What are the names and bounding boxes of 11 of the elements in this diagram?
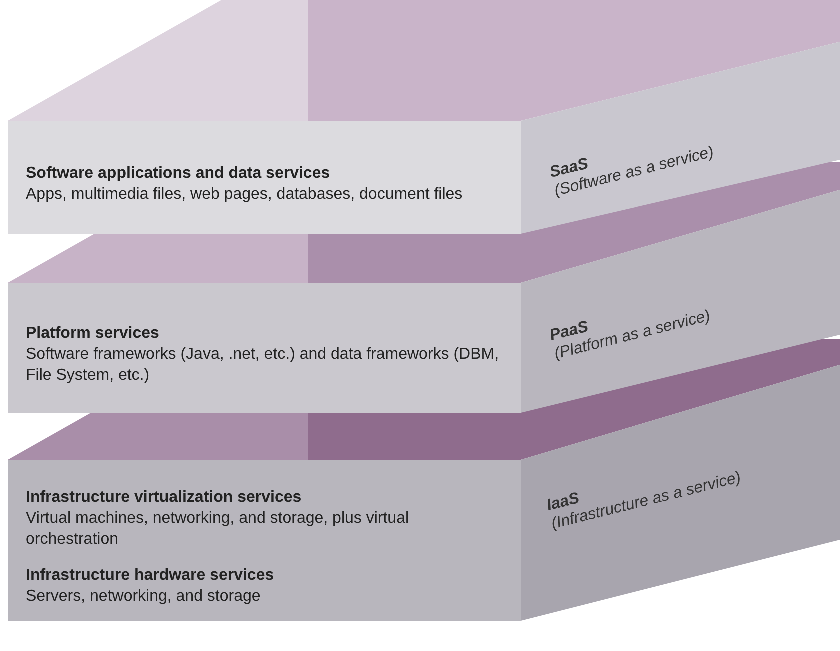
layer-heading: Infrastructure virtualization services — [26, 488, 303, 508]
layer-heading: Infrastructure hardware services — [26, 566, 276, 586]
layer-heading: Software applications and data services — [26, 164, 332, 184]
layer-description: Virtual machines, networking, and storage, plus virtual orchestration — [26, 509, 410, 550]
layer-description: Servers, networking, and storage — [26, 587, 262, 607]
layer-front-face — [8, 460, 521, 621]
layer-front-face — [8, 283, 521, 413]
layer-description: Software frameworks (Java, .net, etc.) and data frameworks (DBM, File System, etc.) — [26, 345, 500, 386]
layer-heading: Platform services — [26, 324, 160, 344]
layer-front-face — [8, 121, 521, 234]
layer-description: Apps, multimedia files, web pages, databases, document files — [26, 185, 464, 205]
